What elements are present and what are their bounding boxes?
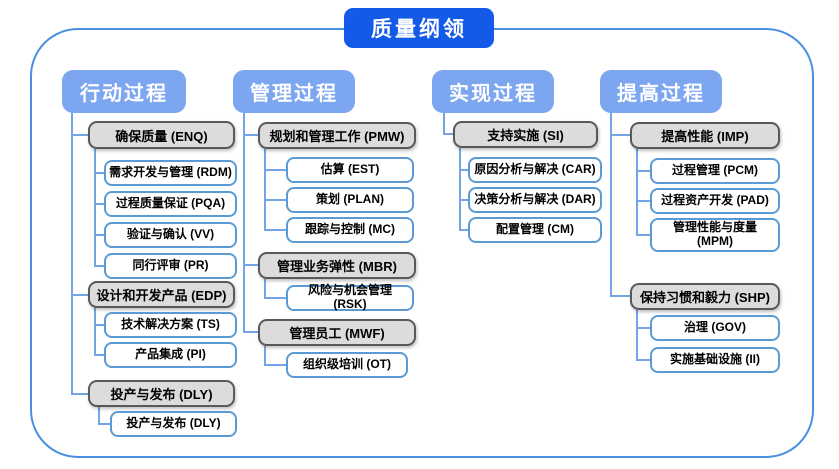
group-node-shp: 保持习惯和毅力 (SHP) (630, 283, 780, 310)
connector-line (94, 265, 104, 267)
item-node-gov: 治理 (GOV) (650, 315, 780, 341)
group-node-mbr: 管理业务弹性 (MBR) (258, 252, 416, 279)
item-node-pi: 产品集成 (PI) (104, 342, 237, 368)
connector-line (636, 234, 650, 236)
item-node-pcm: 过程管理 (PCM) (650, 158, 780, 184)
connector-line (94, 354, 104, 356)
connector-line (264, 149, 266, 230)
item-node-ii: 实施基础设施 (II) (650, 347, 780, 373)
item-node-cm: 配置管理 (CM) (468, 217, 602, 243)
item-node-rsk: 风险与机会管理 (RSK) (286, 283, 414, 311)
group-node-si: 支持实施 (SI) (453, 121, 598, 148)
connector-line (94, 308, 96, 355)
connector-line (610, 295, 630, 297)
connector-line (94, 172, 104, 174)
connector-line (264, 297, 286, 299)
item-node-ts: 技术解决方案 (TS) (104, 312, 237, 338)
item-node-rdm: 需求开发与管理 (RDM) (104, 160, 237, 186)
connector-line (71, 113, 73, 394)
group-node-mwf: 管理员工 (MWF) (258, 319, 416, 346)
connector-line (98, 407, 100, 424)
item-node-est: 估算 (EST) (286, 157, 414, 183)
connector-line (636, 149, 638, 235)
item-node-mc: 跟踪与控制 (MC) (286, 217, 414, 243)
group-node-imp: 提高性能 (IMP) (630, 122, 780, 149)
connector-line (443, 133, 453, 135)
item-node-car: 原因分析与解决 (CAR) (468, 157, 602, 183)
connector-line (71, 134, 88, 136)
item-node-dar: 决策分析与解决 (DAR) (468, 187, 602, 213)
item-node-pqa: 过程质量保证 (PQA) (104, 191, 237, 217)
column-header-improvement: 提高过程 (600, 70, 722, 113)
connector-line (443, 113, 445, 135)
connector-line (264, 364, 286, 366)
group-node-pmw: 规划和管理工作 (PMW) (258, 122, 416, 149)
connector-line (94, 234, 104, 236)
connector-line (94, 324, 104, 326)
connector-line (459, 148, 461, 230)
connector-line (264, 199, 286, 201)
connector-line (264, 346, 266, 365)
group-node-dly: 投产与发布 (DLY) (88, 380, 235, 407)
connector-line (94, 203, 104, 205)
connector-line (71, 393, 88, 395)
connector-line (636, 310, 638, 360)
connector-line (243, 264, 258, 266)
title-box: 质量纲领 (344, 8, 494, 48)
connector-line (98, 423, 110, 425)
connector-line (459, 199, 468, 201)
connector-line (243, 331, 258, 333)
connector-line (264, 279, 266, 298)
column-header-implementation: 实现过程 (432, 70, 554, 113)
item-node-plan: 策划 (PLAN) (286, 187, 414, 213)
item-node-vv: 验证与确认 (VV) (104, 222, 237, 248)
item-node-ot: 组织级培训 (OT) (286, 352, 408, 378)
connector-line (243, 113, 245, 332)
column-header-management: 管理过程 (233, 70, 355, 113)
connector-line (459, 229, 468, 231)
connector-line (610, 134, 630, 136)
connector-line (636, 170, 650, 172)
item-node-pad: 过程资产开发 (PAD) (650, 188, 780, 214)
item-node-dly: 投产与发布 (DLY) (110, 411, 237, 437)
item-node-mpm: 管理性能与度量 (MPM) (650, 218, 780, 252)
connector-line (636, 359, 650, 361)
connector-line (459, 169, 468, 171)
group-node-enq: 确保质量 (ENQ) (88, 121, 235, 149)
connector-line (243, 134, 258, 136)
connector-line (636, 327, 650, 329)
connector-line (264, 169, 286, 171)
connector-line (636, 200, 650, 202)
connector-line (94, 149, 96, 266)
column-header-action: 行动过程 (62, 70, 186, 113)
item-node-pr: 同行评审 (PR) (104, 253, 237, 279)
connector-line (610, 113, 612, 297)
connector-line (71, 294, 88, 296)
connector-line (264, 229, 286, 231)
group-node-edp: 设计和开发产品 (EDP) (88, 281, 235, 308)
